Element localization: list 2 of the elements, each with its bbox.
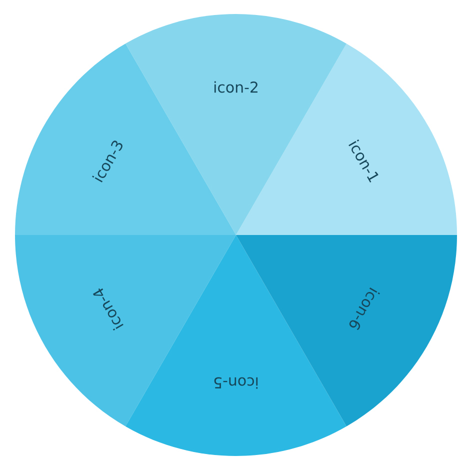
pie-wedge: icon-2 <box>126 14 346 235</box>
pie-wedge: icon-5 <box>126 235 346 456</box>
